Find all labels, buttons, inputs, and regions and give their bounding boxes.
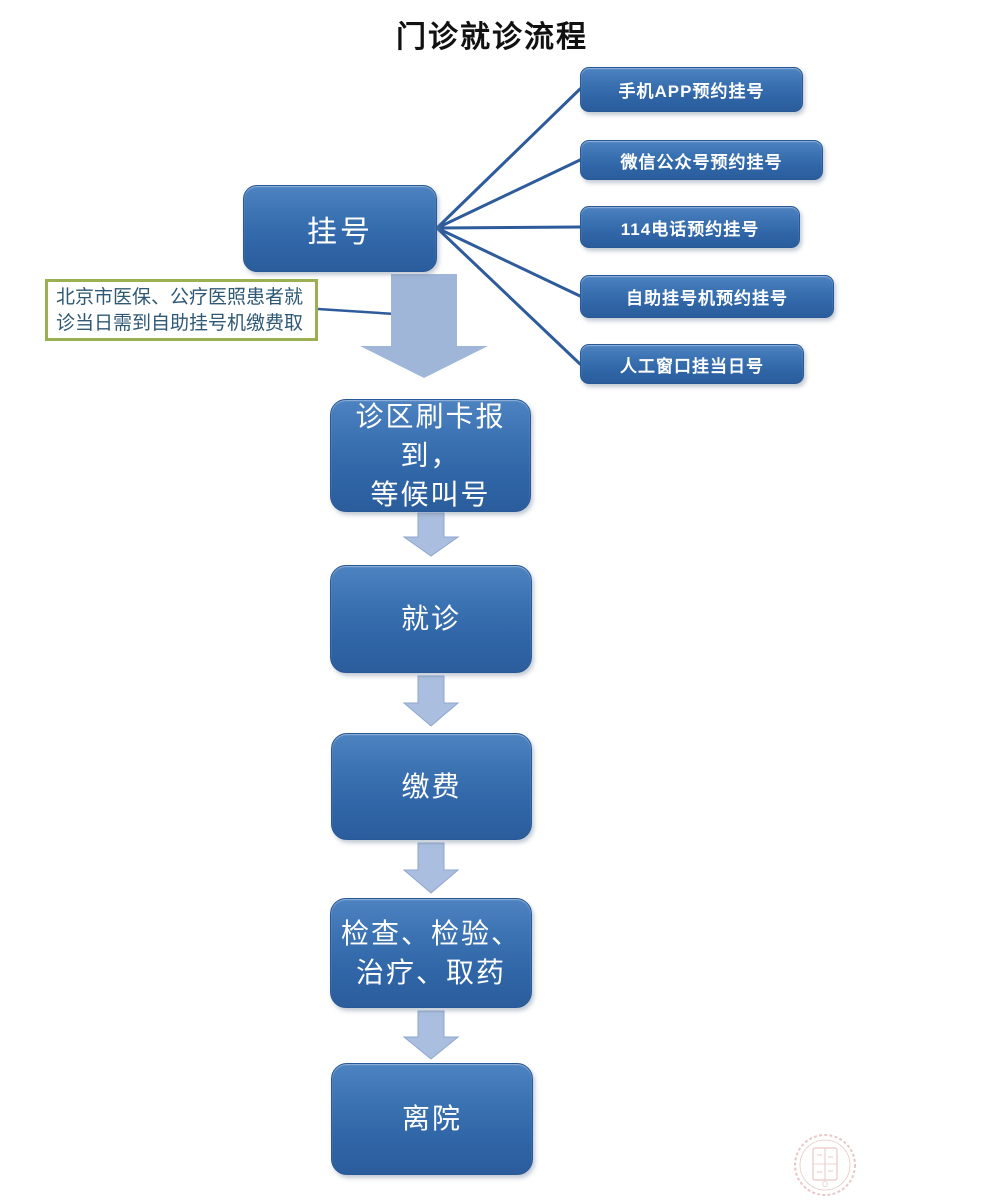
node-step-checkin: 诊区刷卡报到， 等候叫号: [330, 399, 531, 512]
node-register: 挂号: [243, 185, 437, 272]
down-arrow-icon: [402, 842, 460, 894]
big-down-arrow-icon: [360, 274, 488, 378]
note-text: 北京市医保、公疗医照患者就诊当日需到自助挂号机缴费取: [56, 287, 304, 334]
note-box: 北京市医保、公疗医照患者就诊当日需到自助挂号机缴费取: [45, 279, 318, 341]
node-channel-114: 114电话预约挂号: [580, 206, 800, 248]
radiating-connector-lines: [435, 87, 582, 366]
node-step-exams: 检查、检验、 治疗、取药: [330, 898, 532, 1008]
node-channel-wechat: 微信公众号预约挂号: [580, 140, 823, 180]
red-seal-watermark-icon: [794, 1134, 856, 1196]
down-arrow-icon: [402, 1010, 460, 1060]
node-channel-app: 手机APP预约挂号: [580, 67, 803, 112]
node-channel-window: 人工窗口挂当日号: [580, 344, 804, 384]
node-step-leave: 离院: [331, 1063, 533, 1175]
connector-line: [435, 158, 582, 230]
flow-arrows: [402, 512, 460, 1060]
down-arrow-icon: [402, 512, 460, 557]
note-connector-line: [317, 307, 396, 316]
connector-line: [435, 87, 582, 230]
connector-line: [435, 226, 582, 298]
connector-line: [435, 226, 582, 366]
connector-line: [435, 225, 582, 230]
node-step-pay: 缴费: [331, 733, 532, 840]
page-title: 门诊就诊流程: [396, 20, 588, 55]
node-channel-kiosk: 自助挂号机预约挂号: [580, 275, 834, 318]
down-arrow-icon: [402, 675, 460, 727]
node-step-visit: 就诊: [330, 565, 532, 673]
